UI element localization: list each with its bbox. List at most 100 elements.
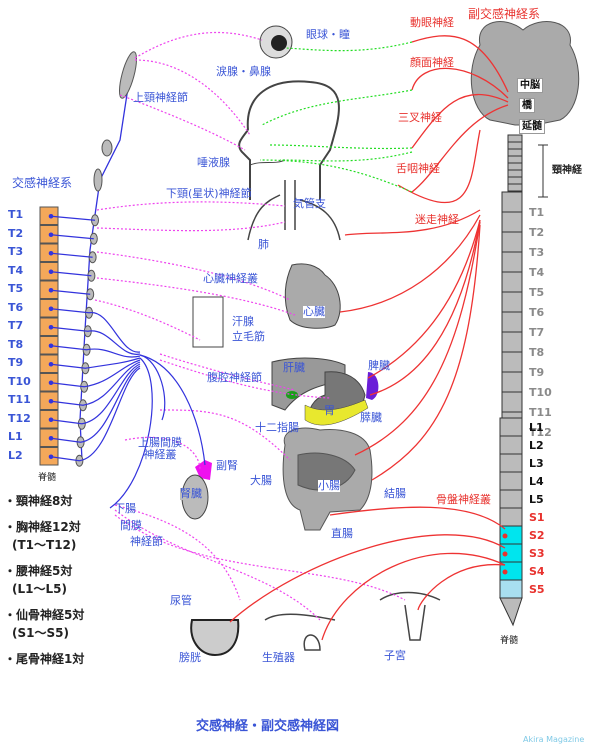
adrenal-illustration <box>195 460 212 480</box>
sympathetic-postganglionic-fibers <box>94 31 406 621</box>
cervical-vertebra <box>507 169 523 178</box>
segment-label-t8: T8 <box>8 337 24 351</box>
preganglionic-fiber <box>50 361 141 406</box>
preganglionic-fiber <box>50 365 141 443</box>
segment-label-t5: T5 <box>8 282 24 295</box>
thoracic-vertebra-t1 <box>501 191 523 213</box>
spinal-nerve-notes: ・頸神経8対 ・胸神経12対 (T1～T12) ・腰神経5対 (L1～L5) ・… <box>4 492 84 668</box>
stellate-ganglion <box>93 168 103 192</box>
label-colon: 結腸 <box>384 487 406 500</box>
segment-label-t11: T11 <box>8 393 31 406</box>
preganglionic-fiber <box>50 308 141 353</box>
thoracic-vertebra-t2 <box>501 211 523 233</box>
lung-outline <box>247 180 341 241</box>
preganglionic-fiber <box>50 289 91 295</box>
segment-label-t9: T9 <box>8 356 24 369</box>
parasympathetic-system-label: 副交感神経系 <box>468 7 541 21</box>
note-lumbar: ・腰神経5対 <box>4 564 73 578</box>
preganglionic-fiber <box>50 326 141 355</box>
sacral-vertebra-s5 <box>499 579 523 599</box>
thoracic-vertebra-t10 <box>501 371 523 393</box>
segment-label-t8: T8 <box>529 346 545 359</box>
parasympathetic-preganglionic-fibers <box>229 35 509 641</box>
label-cardiac-plexus: 心臓神経叢 <box>203 272 258 285</box>
segment-label-t5: T5 <box>529 286 545 299</box>
note-thoracic-range: (T1～T12) <box>12 538 77 552</box>
preganglionic-fiber <box>139 354 206 466</box>
lumbar-vertebra-l1 <box>499 417 523 437</box>
label-kidney: 腎臓 <box>180 487 202 500</box>
label-superior-cervical-ganglion: 上頸神経節 <box>133 91 188 104</box>
sympathetic-trunk <box>79 54 134 461</box>
preganglionic-fiber <box>50 215 96 221</box>
cervical-vertebra <box>507 176 523 185</box>
cervical-vertebra <box>507 148 523 157</box>
sympathetic-system-label: 交感神経系 <box>12 176 73 190</box>
label-liver: 肝臓 <box>283 361 305 374</box>
sacral-nerve-dot <box>502 551 508 557</box>
sacral-nerve-dot <box>502 569 508 575</box>
label-vagus-nerve: 迷走神経 <box>415 213 459 226</box>
label-spleen: 脾臓 <box>368 359 390 372</box>
segment-label-t11: T11 <box>529 406 552 419</box>
thoracic-vertebra-t7 <box>501 311 523 333</box>
segment-label-t1: T1 <box>529 206 545 219</box>
brain-illustration <box>470 21 580 126</box>
note-sacral-range: (S1～S5) <box>12 626 69 640</box>
label-rectum: 直腸 <box>331 527 353 540</box>
segment-label-s4: S4 <box>529 565 545 578</box>
preganglionic-fiber <box>50 357 141 369</box>
segment-label-l2: L2 <box>529 439 544 452</box>
label-large-intestine: 大腸 <box>250 474 272 487</box>
segment-label-t3: T3 <box>529 246 545 259</box>
parasympathetic-postganglionic-fibers <box>259 41 413 193</box>
label-oculomotor-nerve: 動眼神経 <box>410 16 454 29</box>
cervical-vertebra <box>507 183 523 192</box>
label-pelvic-plexus: 骨盤神経叢 <box>436 493 491 506</box>
chain-ganglia <box>75 214 99 467</box>
label-uterus: 子宮 <box>384 649 406 662</box>
sympathetic-spinal-cord-label: 脊髄 <box>38 473 57 483</box>
lumbar-vertebra-l5 <box>499 489 523 509</box>
segment-label-t7: T7 <box>8 319 24 332</box>
segment-label-t2: T2 <box>529 226 545 239</box>
note-coccygeal: ・尾骨神経1対 <box>4 652 85 666</box>
segment-label-s5: S5 <box>529 583 545 596</box>
preganglionic-fiber <box>50 252 93 258</box>
label-stomach: 胃 <box>324 404 335 417</box>
label-stellate-ganglion: 下頸(星状)神経節 <box>166 187 252 200</box>
thoracic-vertebra-t3 <box>501 231 523 253</box>
label-eye: 眼球・瞳 <box>306 28 350 41</box>
middle-cervical-ganglion <box>101 139 113 157</box>
segment-label-t9: T9 <box>529 366 545 379</box>
thoracic-vertebra-t9 <box>501 351 523 373</box>
cervical-vertebra <box>507 155 523 164</box>
label-inferior-mesenteric-3: 神経節 <box>130 535 163 548</box>
segment-label-l3: L3 <box>529 457 544 470</box>
segment-label-l1: L1 <box>8 430 23 443</box>
sacral-nerve-dot <box>502 533 508 539</box>
spine-tip <box>499 597 523 627</box>
segment-label-t10: T10 <box>529 386 552 399</box>
label-glossopharyngeal-nerve: 舌咽神経 <box>396 162 440 175</box>
label-celiac-ganglion: 腹腔神経節 <box>207 371 262 384</box>
label-pons: 橋 <box>519 98 535 113</box>
label-adrenal: 副腎 <box>216 459 238 472</box>
preganglionic-fiber <box>50 271 92 277</box>
uterus-illustration <box>379 591 441 641</box>
label-small-intestine: 小腸 <box>318 479 340 492</box>
label-trigeminal-nerve: 三叉神経 <box>398 111 442 124</box>
label-bladder: 膀胱 <box>179 651 201 664</box>
label-lacrimal: 涙腺・鼻腺 <box>216 65 271 78</box>
bladder-illustration <box>190 619 240 657</box>
diagram-title: 交感神経・副交感神経図 <box>196 719 340 734</box>
note-thoracic: ・胸神経12対 <box>4 520 81 534</box>
label-piloerector: 立毛筋 <box>232 330 265 343</box>
note-sacral: ・仙骨神経5対 <box>4 608 85 622</box>
label-facial-nerve: 顔面神経 <box>410 56 454 69</box>
label-superior-mesenteric-plexus: 上腸間膜 神経叢 <box>138 436 182 461</box>
segment-label-t12: T12 <box>529 426 552 439</box>
label-cervical-nerves: 頸神経 <box>552 165 582 176</box>
note-cervical: ・頸神経8対 <box>4 494 73 508</box>
label-heart: 心臓 <box>303 305 325 318</box>
